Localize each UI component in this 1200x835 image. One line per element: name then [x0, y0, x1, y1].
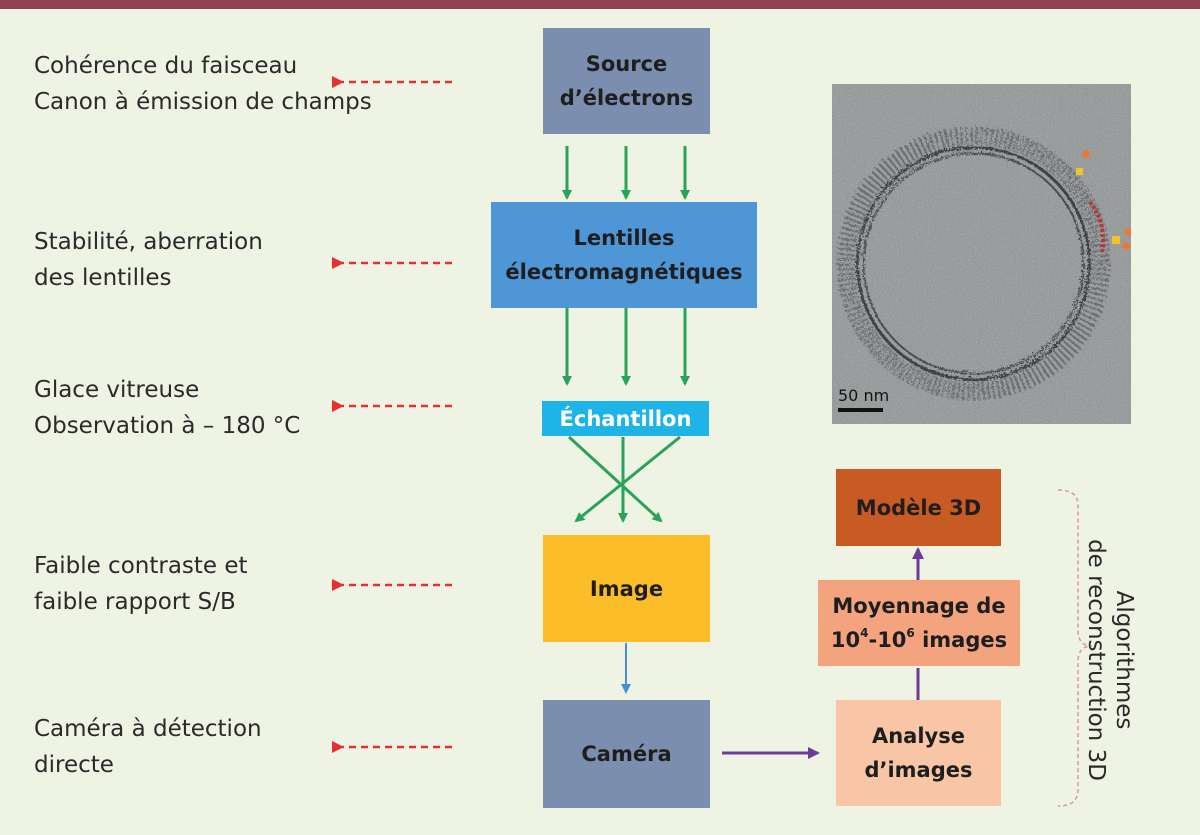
scale-bar [838, 408, 883, 412]
source-box: Source d’électrons [543, 28, 710, 134]
label-line: Observation à – 180 °C [34, 413, 301, 439]
box-line: Image [589, 576, 664, 601]
green-arrows-scattering [567, 435, 681, 523]
images-suffix: images [914, 628, 1008, 652]
label-line: Caméra à détection [34, 716, 262, 742]
box-line: Moyennage de [832, 594, 1006, 618]
exponent-6: 6 [906, 626, 915, 640]
box-line: Lentilles [573, 226, 675, 250]
dash: - [868, 628, 878, 652]
label-line: Stabilité, aberration [34, 229, 263, 255]
moyennage-box: Moyennage de 104-106 images [818, 580, 1020, 666]
label-coherence: Cohérence du faisceau Canon à émission d… [34, 48, 372, 120]
green-arrows-lentilles-to-echantillon [562, 308, 690, 386]
box-line: Analyse [871, 724, 965, 748]
algo-line-2: de reconstruction 3D [1083, 539, 1109, 781]
box-line: d’images [864, 758, 973, 782]
box-line: électromagnétiques [505, 260, 743, 284]
micrograph-drawing [832, 84, 1131, 424]
algo-line-1: Algorithmes [1111, 590, 1137, 730]
label-glace: Glace vitreuse Observation à – 180 °C [34, 372, 300, 444]
image-box: Image [543, 535, 710, 642]
reconstruction-bracket [1057, 489, 1093, 807]
base-10: 10 [830, 628, 861, 652]
lentilles-box: Lentilles électromagnétiques [491, 202, 757, 308]
camera-box: Caméra [543, 700, 710, 808]
label-line: Faible contraste et [34, 553, 248, 579]
analyse-box: Analyse d’images [836, 700, 1001, 806]
red-dashed-arrows [332, 76, 452, 753]
green-arrows-source-to-lentilles [562, 146, 690, 200]
label-line: faible rapport S/B [34, 589, 236, 615]
box-line: Caméra [581, 742, 672, 766]
box-line: Modèle 3D [855, 495, 982, 520]
scale-bar-label: 50 nm [838, 386, 890, 405]
label-line: directe [34, 752, 114, 778]
label-line: Cohérence du faisceau [34, 53, 298, 79]
label-line: des lentilles [34, 265, 172, 291]
box-line: Échantillon [559, 406, 692, 431]
base-10: 10 [877, 628, 907, 652]
box-line: d’électrons [559, 86, 694, 110]
exponent-4: 4 [860, 626, 869, 640]
echantillon-box: Échantillon [542, 401, 709, 436]
label-line: Canon à émission de champs [34, 89, 372, 115]
label-camera-detection: Caméra à détection directe [34, 711, 262, 783]
label-contraste: Faible contraste et faible rapport S/B [34, 548, 248, 620]
box-line: Source [585, 52, 668, 76]
protein-markers [1076, 150, 1131, 255]
label-line: Glace vitreuse [34, 377, 200, 403]
micrograph-image [832, 84, 1131, 424]
box-line-exponents: 104-106 images [831, 623, 1007, 657]
top-border-bar [0, 0, 1200, 9]
label-stabilite: Stabilité, aberration des lentilles [34, 224, 263, 296]
modele-box: Modèle 3D [836, 469, 1001, 546]
